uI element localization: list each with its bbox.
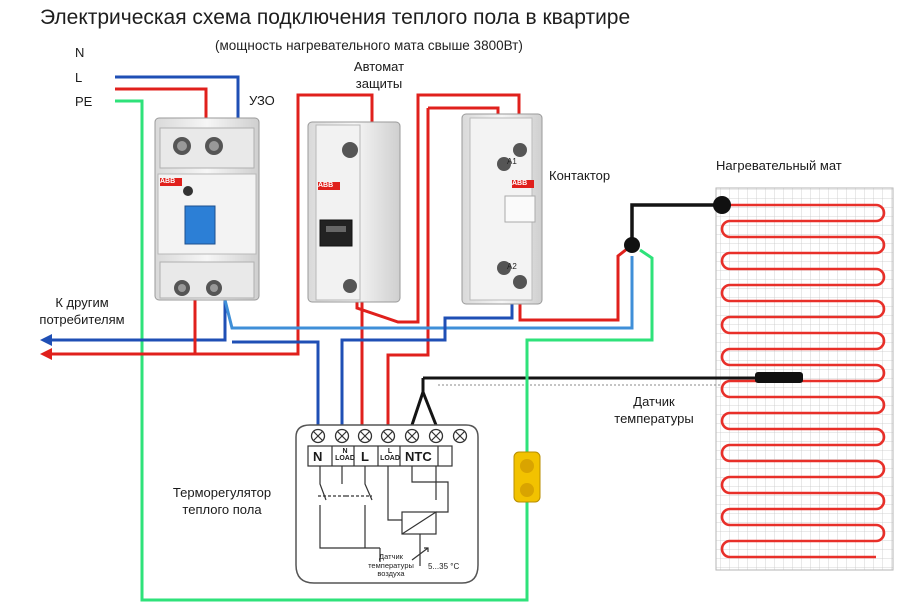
floor-sensor-probe: [755, 372, 803, 383]
phase-supply-wire: [115, 87, 208, 118]
label-rcd: УЗО: [249, 93, 275, 108]
label-sensor-line1: Датчик: [633, 394, 675, 409]
consumers-arrows: [40, 334, 52, 360]
label-thermostat: Терморегулятор теплого пола: [152, 484, 292, 518]
floor-sensor-cable: [423, 372, 803, 386]
label-thermostat-line2: теплого пола: [182, 502, 262, 517]
label-phase: L: [75, 70, 83, 85]
page-subtitle: (мощность нагревательного мата свыше 380…: [215, 38, 523, 53]
air-sensor-line1: Датчик: [379, 552, 403, 561]
terminal-label-n: N: [313, 449, 323, 464]
label-neutral: N: [75, 45, 85, 60]
arrow-left-icon: [40, 334, 52, 346]
contactor-brand: ABB: [512, 180, 528, 187]
air-sensor-label: Датчик температуры воздуха: [360, 552, 422, 579]
thermostat: [295, 424, 479, 584]
air-sensor-line3: воздуха: [377, 569, 405, 578]
pe-supply-wire: [115, 99, 529, 602]
air-sensor-range: 5...35 °C: [428, 562, 460, 571]
arrow-left-icon: [40, 348, 52, 360]
contactor-a2: A2: [507, 262, 517, 271]
terminal-label-ntc: NTC: [405, 449, 432, 464]
air-sensor-line2: температуры: [368, 560, 414, 570]
label-breaker: Автомат защиты: [340, 58, 418, 92]
label-consumers-line1: К другим: [55, 295, 109, 310]
terminal-label-l: L: [361, 449, 369, 464]
contactor-device: [461, 113, 543, 305]
label-consumers-line2: потребителям: [39, 312, 125, 327]
rcd-brand: ABB: [160, 178, 176, 185]
circuit-breaker-device: [307, 121, 401, 303]
mat-heating-wire: [720, 203, 886, 559]
contactor-a1: A1: [507, 157, 517, 166]
terminal-label-l-load: L LOAD: [380, 448, 400, 462]
breaker-brand: ABB: [318, 182, 334, 189]
page-title: Электрическая схема подключения теплого …: [40, 6, 631, 29]
label-sensor: Датчик температуры: [592, 393, 716, 427]
label-contactor: Контактор: [549, 168, 611, 183]
pe-connector: [513, 451, 541, 503]
label-breaker-line1: Автомат: [353, 59, 405, 74]
label-pe: PE: [75, 94, 93, 109]
mains-lines: [115, 75, 529, 602]
label-breaker-line2: защиты: [355, 76, 403, 91]
label-consumers: К другим потребителям: [16, 294, 148, 328]
consumers-neutral-wire: [48, 300, 227, 342]
terminal-label-n-load: N LOAD: [335, 448, 355, 462]
rcd-device: [154, 117, 260, 301]
wiring: [48, 93, 722, 480]
label-thermostat-line1: Терморегулятор: [172, 485, 272, 500]
mat-end-junction: [713, 196, 731, 214]
mat-lead-junction: [624, 237, 640, 253]
label-sensor-line2: температуры: [614, 411, 694, 426]
label-heating-mat: Нагревательный мат: [716, 158, 842, 173]
neutral-supply-wire: [115, 75, 240, 118]
